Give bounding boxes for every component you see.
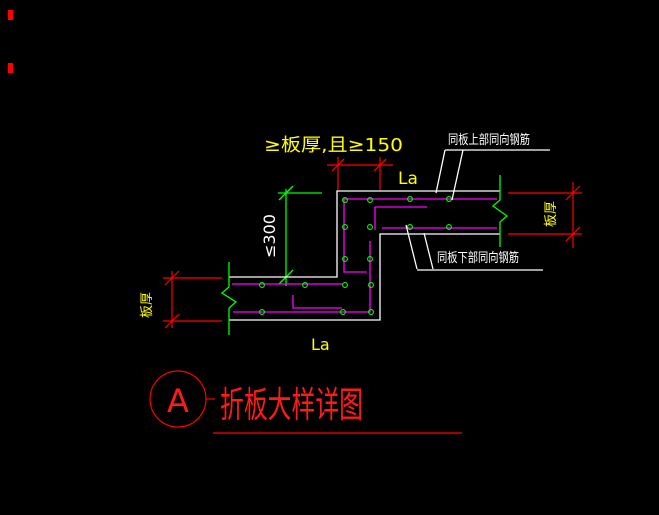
thickness-dimension-left: 板厚 [140, 270, 222, 329]
lower-lap-rebar [292, 295, 342, 309]
dimension-tick [331, 158, 345, 172]
fold-height-dimension: ≤300 [260, 185, 322, 286]
dimension-tick [164, 313, 180, 329]
leader-line [451, 149, 464, 201]
dimension-tick [373, 158, 387, 172]
detail-title-block: A 折板大样详图 [149, 370, 462, 434]
break-line-left [220, 262, 238, 335]
dimension-tick [565, 185, 581, 201]
rebar-lines [232, 198, 497, 313]
slab-bottom-face [229, 233, 500, 321]
fold-height-dimension-text: ≤300 [260, 214, 279, 258]
leader-line [405, 224, 418, 270]
corner-artifact-marks [8, 10, 13, 73]
top-rebar-label-text: 同板上部同向钢筋 [448, 132, 530, 148]
leader-line [435, 149, 446, 194]
top-width-dimension: ≥板厚,且≥150 [264, 135, 403, 190]
break-line-right [491, 175, 509, 247]
top-width-dimension-text: ≥板厚,且≥150 [264, 135, 403, 156]
dimension-tick [565, 226, 581, 242]
upper-lap-rebar [374, 206, 427, 230]
thickness-text-right: 板厚 [544, 201, 559, 227]
thickness-dimension-right: 板厚 [508, 182, 582, 248]
artifact-mark [8, 63, 13, 73]
slab-outline [229, 190, 500, 321]
anchorage-length-top: La [398, 169, 418, 189]
leader-line [423, 232, 434, 270]
lower-bottom-rebar [233, 241, 371, 313]
upper-top-rebar [343, 198, 497, 273]
top-rebar-label: 同板上部同向钢筋 [435, 132, 550, 201]
slab-top-face [229, 190, 500, 278]
detail-bubble-letter: A [167, 382, 189, 420]
artifact-mark [8, 10, 13, 20]
detail-title-text: 折板大样详图 [220, 385, 363, 426]
bottom-rebar-label-text: 同板下部同向钢筋 [437, 250, 519, 266]
thickness-text-left: 板厚 [140, 292, 155, 318]
anchorage-length-bottom: La [311, 335, 330, 354]
dimension-tick [278, 185, 294, 201]
transverse-bar-dots [259, 196, 452, 315]
dimension-tick [164, 270, 180, 286]
bottom-rebar-label: 同板下部同向钢筋 [405, 224, 543, 271]
